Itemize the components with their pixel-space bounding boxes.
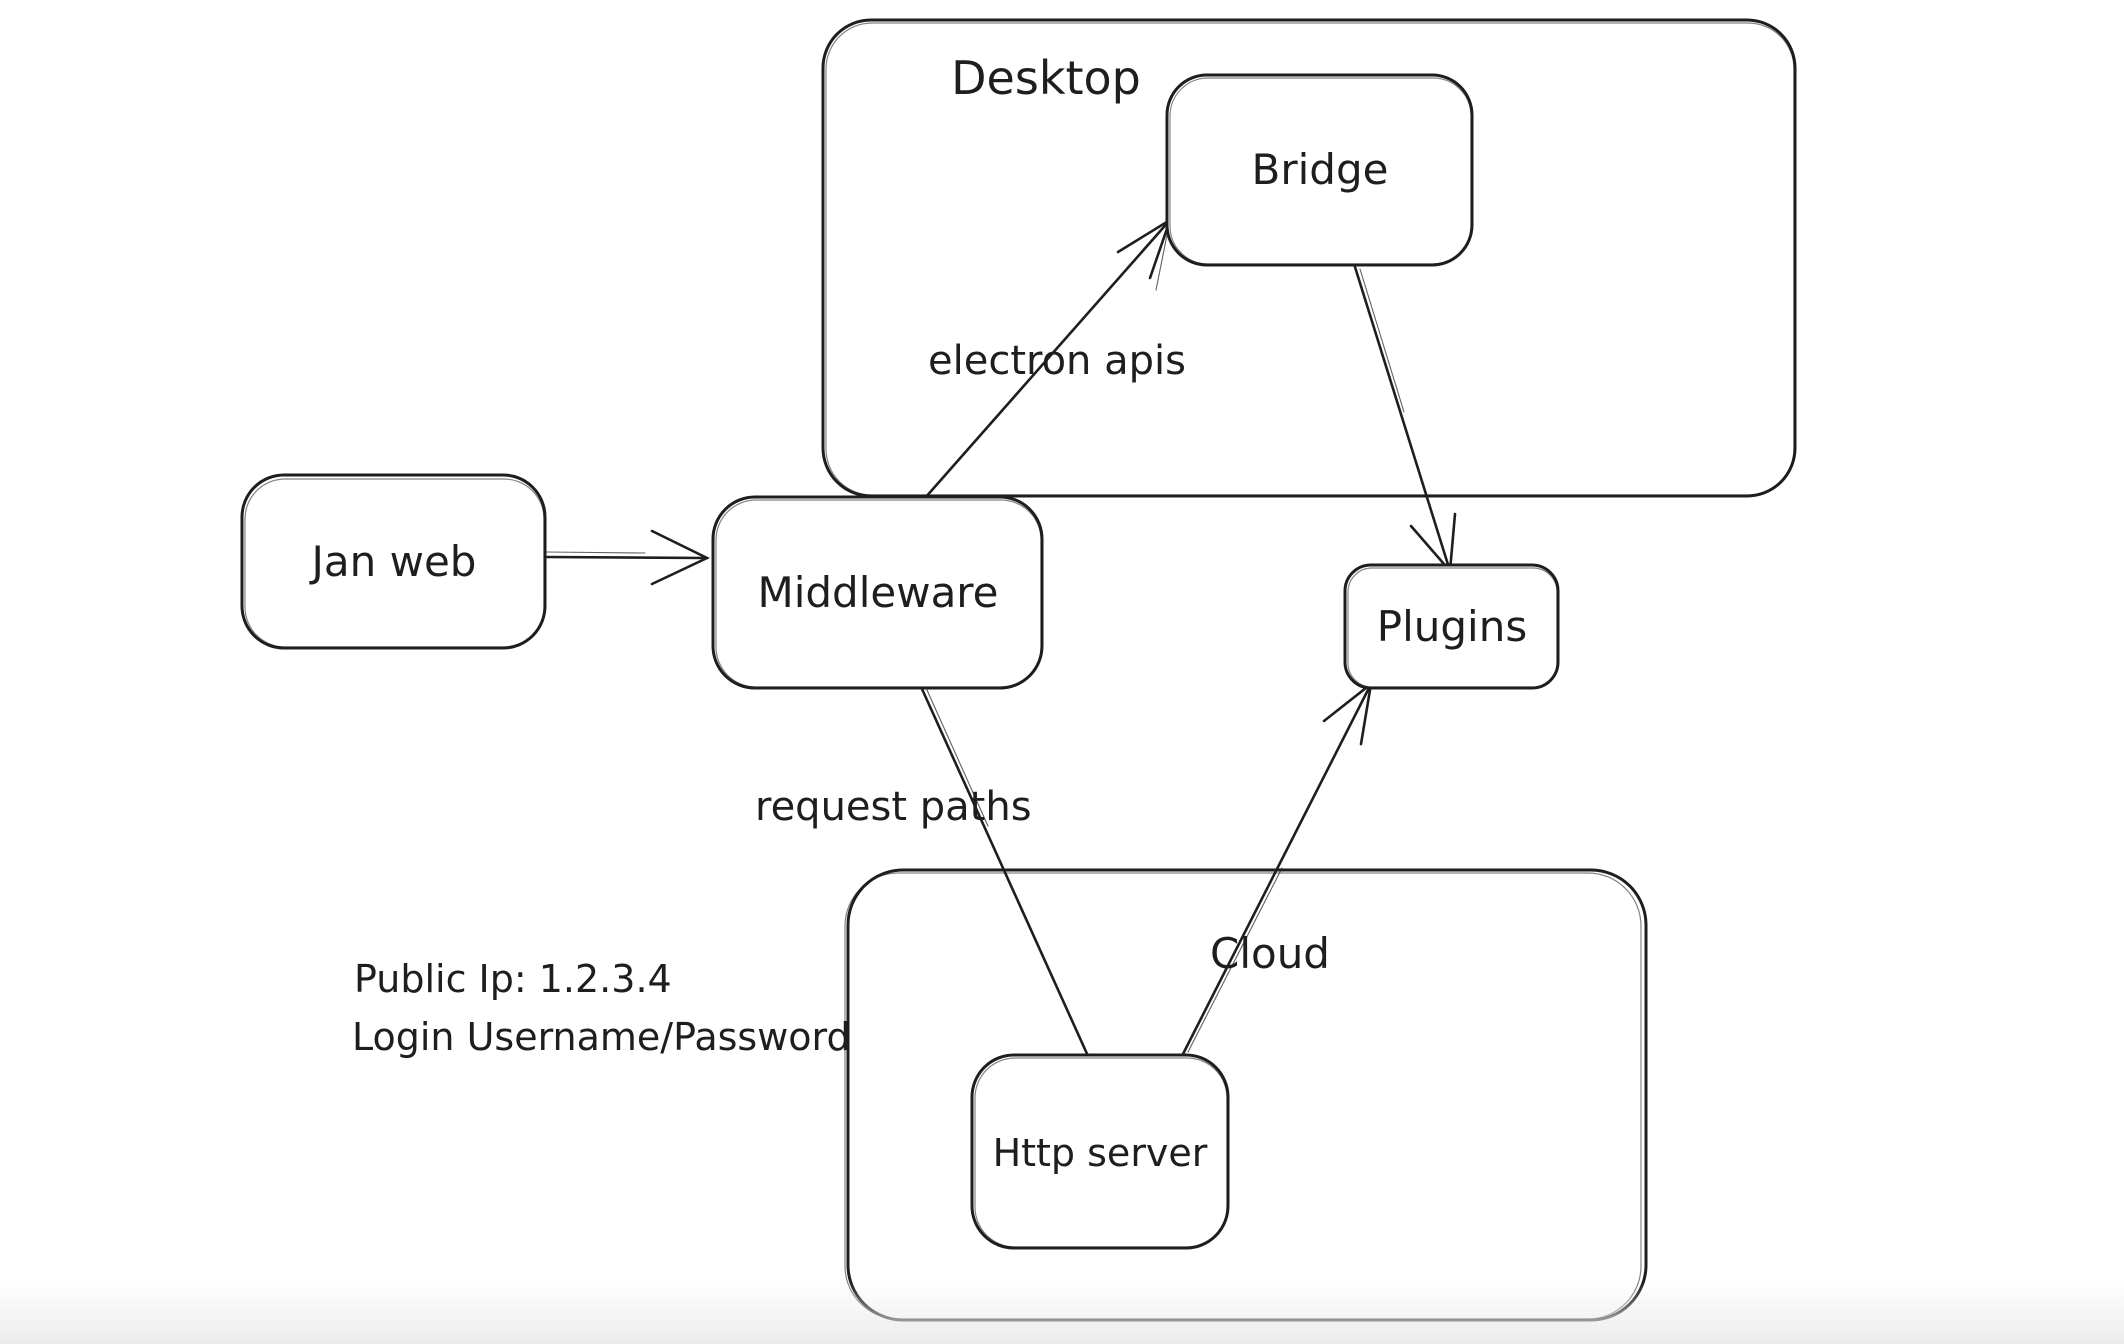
credentials-note: Public Ip: 1.2.3.4 Login Username/Passwo… (352, 957, 851, 1059)
arrowhead-into-plugins-bottom (1322, 680, 1373, 746)
jan-web-node: Jan web (240, 473, 547, 650)
http-server-sketch-stroke (974, 1057, 1228, 1248)
jan-web-sketch-stroke (244, 478, 545, 648)
jan-web-label: Jan web (309, 537, 477, 586)
bridge-box (1165, 73, 1474, 267)
edge-middleware-to-http-server: request paths (755, 687, 1090, 1058)
edge-http-server-to-plugins-line (1181, 682, 1373, 1056)
plugins-node: Plugins (1343, 563, 1560, 690)
plugins-sketch-stroke (1347, 567, 1558, 688)
bridge-sketch-stroke (1169, 77, 1472, 265)
edge-bridge-to-plugins-line (1353, 265, 1452, 573)
edge-middleware-to-bridge-line (923, 218, 1172, 500)
cloud-container: Cloud (844, 868, 1648, 1322)
edge-middleware-to-http-server-sketch (926, 689, 989, 827)
credentials-note-line1: Public Ip: 1.2.3.4 (354, 957, 672, 1001)
cloud-container-label: Cloud (1210, 929, 1330, 978)
plugins-label: Plugins (1377, 602, 1527, 651)
edge-jan-web-to-middleware-line (544, 555, 709, 560)
desktop-container-sketch-stroke (825, 22, 1795, 496)
jan-web-box (240, 473, 547, 650)
bridge-node: Bridge (1165, 73, 1474, 267)
edge-middleware-to-bridge: electron apis (923, 216, 1186, 500)
desktop-container-label: Desktop (951, 51, 1141, 105)
middleware-node: Middleware (711, 495, 1044, 690)
http-server-box (970, 1053, 1230, 1250)
middleware-sketch-stroke (715, 499, 1042, 688)
middleware-label: Middleware (757, 568, 998, 617)
edge-http-server-to-plugins-sketch (1187, 867, 1283, 1053)
plugins-box (1343, 563, 1560, 690)
http-server-label: Http server (993, 1131, 1208, 1175)
edge-label-request-paths: request paths (755, 784, 1032, 830)
edge-jan-web-to-middleware-sketch (546, 551, 646, 554)
arrowhead-into-middleware (650, 529, 710, 586)
edge-middleware-to-http-server-line (920, 687, 1090, 1058)
credentials-note-line2: Login Username/Password (352, 1015, 851, 1059)
http-server-node: Http server (970, 1053, 1230, 1250)
bridge-label: Bridge (1252, 145, 1389, 194)
edge-bridge-to-plugins-sketch (1359, 268, 1405, 413)
middleware-box (711, 495, 1044, 690)
edge-label-electron-apis: electron apis (928, 338, 1186, 384)
edge-jan-web-to-middleware (544, 529, 710, 586)
